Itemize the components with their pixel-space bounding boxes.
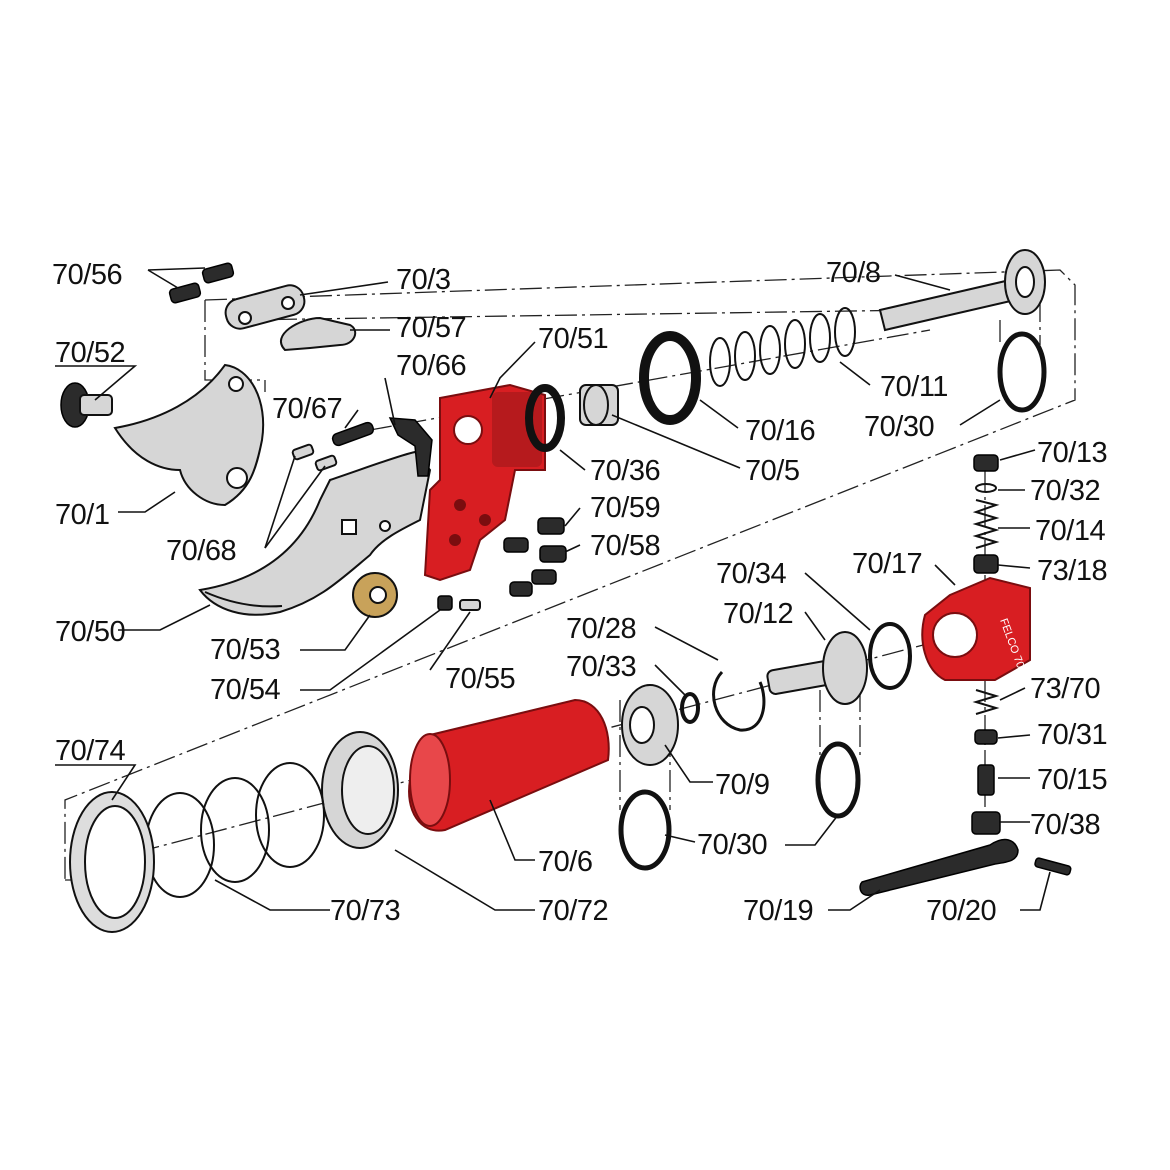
o-ring-70-30-top-part <box>997 331 1047 413</box>
o-ring-70-34-part <box>868 622 912 690</box>
o-ring-70-30-bottom-left-part <box>618 789 672 871</box>
label-70-13: 70/13 <box>1037 437 1107 469</box>
label-70-51: 70/51 <box>538 323 608 355</box>
gear-70-53-part <box>352 572 398 618</box>
small-parts-cluster <box>291 417 433 477</box>
link-plate-70-3-part <box>224 284 306 330</box>
label-70-11: 70/11 <box>880 371 948 403</box>
label-70-31: 70/31 <box>1037 719 1107 751</box>
label-70-14: 70/14 <box>1035 515 1105 547</box>
label-70-6: 70/6 <box>538 846 592 878</box>
label-70-50: 70/50 <box>55 616 125 648</box>
label-70-1: 70/1 <box>55 499 109 531</box>
lever-70-19-part <box>859 838 1019 896</box>
cylinder-head-70-51-part <box>423 383 546 582</box>
label-73-70: 73/70 <box>1030 673 1100 705</box>
label-70-32: 70/32 <box>1030 475 1100 507</box>
label-70-67: 70/67 <box>272 393 342 425</box>
nut-70-16-part <box>639 331 701 425</box>
o-ring-70-30-bottom-right-part <box>815 741 861 819</box>
label-70-74: 70/74 <box>55 735 125 767</box>
label-70-73: 70/73 <box>330 895 400 927</box>
hook-blade-70-50-part <box>198 450 432 616</box>
label-70-20: 70/20 <box>926 895 996 927</box>
spring-70-73-part <box>145 762 325 898</box>
assembly-frames <box>64 269 1076 881</box>
label-70-34: 70/34 <box>716 558 786 590</box>
label-70-72: 70/72 <box>538 895 608 927</box>
seal-70-36-part <box>525 384 565 452</box>
label-70-5: 70/5 <box>745 455 799 487</box>
washer-70-74-part <box>69 791 155 933</box>
piston-rod-70-8-part <box>878 249 1046 332</box>
label-70-68: 70/68 <box>166 535 236 567</box>
valve-stack-bottom <box>971 689 1001 835</box>
label-73-18: 73/18 <box>1037 555 1107 587</box>
label-70-66: 70/66 <box>396 350 466 382</box>
screw-70-55-part <box>459 599 481 611</box>
label-70-57: 70/57 <box>396 312 466 344</box>
valve-body-70-17-part: FELCO 70 <box>921 576 1031 681</box>
label-70-19: 70/19 <box>743 895 813 927</box>
circlip-70-28-part <box>712 670 766 732</box>
label-70-52: 70/52 <box>55 337 125 369</box>
valve-stack-top <box>972 454 1000 574</box>
label-70-9: 70/9 <box>715 769 769 801</box>
label-70-30-top: 70/30 <box>864 411 934 443</box>
label-70-36: 70/36 <box>590 455 660 487</box>
spring-70-11-part <box>709 307 856 387</box>
label-70-38: 70/38 <box>1030 809 1100 841</box>
label-70-53: 70/53 <box>210 634 280 666</box>
label-70-55: 70/55 <box>445 663 515 695</box>
label-70-16: 70/16 <box>745 415 815 447</box>
cylinder-70-6-part <box>408 698 610 832</box>
pin-70-20-part <box>1034 857 1072 876</box>
label-70-59: 70/59 <box>590 492 660 524</box>
label-70-8: 70/8 <box>826 257 880 289</box>
label-70-17: 70/17 <box>852 548 922 580</box>
cap-70-9-part <box>621 684 679 766</box>
ring-70-33-part <box>680 692 700 724</box>
label-70-30-bottom: 70/30 <box>697 829 767 861</box>
label-70-28: 70/28 <box>566 613 636 645</box>
label-70-15: 70/15 <box>1037 764 1107 796</box>
label-70-54: 70/54 <box>210 674 280 706</box>
ring-70-72-part <box>321 731 399 849</box>
label-70-3: 70/3 <box>396 264 450 296</box>
part-labels: 70/56 70/3 70/8 70/57 70/52 70/51 70/66 … <box>52 257 1108 927</box>
blade-70-1-part <box>113 363 265 507</box>
label-70-12: 70/12 <box>723 598 793 630</box>
label-70-56: 70/56 <box>52 259 122 291</box>
screws-70-59-70-58-part <box>503 517 567 597</box>
clip-70-57-part <box>280 316 357 352</box>
label-70-33: 70/33 <box>566 651 636 683</box>
bushing-70-5-part <box>579 384 619 426</box>
bolt-70-52-part <box>60 382 113 428</box>
piston-70-12-part <box>766 631 868 705</box>
nut-70-54-part <box>437 595 453 611</box>
leader-lines <box>55 267 1051 911</box>
label-70-58: 70/58 <box>590 530 660 562</box>
